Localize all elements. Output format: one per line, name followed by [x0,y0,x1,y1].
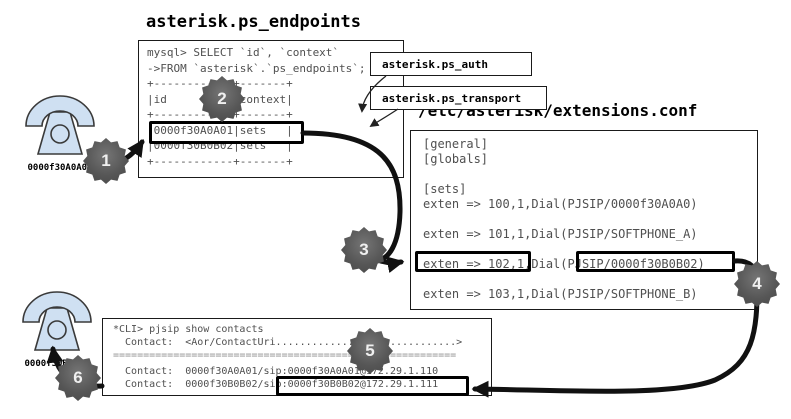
code-line: Contact: 0000f30A0A01/sip:0000f30A0A01@1… [113,366,439,377]
step-badge-3: 3 [341,227,387,273]
ps-auth-table-box: asterisk.ps_auth [370,52,532,76]
ps-transport-table-box: asterisk.ps_transport [370,86,547,110]
code-line [423,212,757,227]
code-line: +------------+-------+ [147,154,293,168]
highlight-dial-target [576,251,735,272]
phone-icon [22,291,92,351]
code-line: *CLI> pjsip show contacts [113,324,264,335]
callee-phone: 0000f30B0B02 [17,288,97,369]
separator-line: ========================================… [113,350,457,361]
code-line: exten => 103,1,Dial(PJSIP/SOFTPHONE_B) [423,287,698,301]
caller-phone-label: 0000f30A0A01 [27,163,93,173]
mysql-query-panel: mysql> SELECT `id`, `context` ->FROM `as… [138,40,404,178]
endpoints-table-title: asterisk.ps_endpoints [146,12,361,32]
code-line: [general] [423,137,489,151]
code-line: ->FROM `asterisk`.`ps_endpoints`; [147,61,366,75]
highlight-exten-102 [415,251,531,272]
code-line [423,167,757,182]
cli-contacts-panel: *CLI> pjsip show contacts Contact: <Aor/… [102,318,492,396]
code-line [423,272,757,287]
extensions-conf-panel: [general] [globals] [sets] exten => 100,… [410,130,758,310]
highlight-contact-uri [276,376,469,396]
code-line: Contact: <Aor/ContactUri................… [113,337,463,348]
code-line: exten => 101,1,Dial(PJSIP/SOFTPHONE_A) [423,227,698,241]
phone-icon [25,95,95,155]
highlight-endpoint-row [149,121,304,144]
code-line: [sets] [423,182,467,196]
code-line-highlighted-contact: Contact: 0000f30B0B02/sip:0000f30B0B02@1… [113,379,439,390]
code-line: |id |context| [147,92,293,106]
code-line: [globals] [423,152,489,166]
code-line: +------------+-------+ [147,76,403,92]
code-line-highlighted-row: |0000f30A0A01|sets | [147,123,293,137]
code-line: exten => 100,1,Dial(PJSIP/0000f30A0A0) [423,197,698,211]
code-line: mysql> SELECT `id`, `context` [147,46,340,59]
caller-phone: 0000f30A0A01 [20,92,100,173]
